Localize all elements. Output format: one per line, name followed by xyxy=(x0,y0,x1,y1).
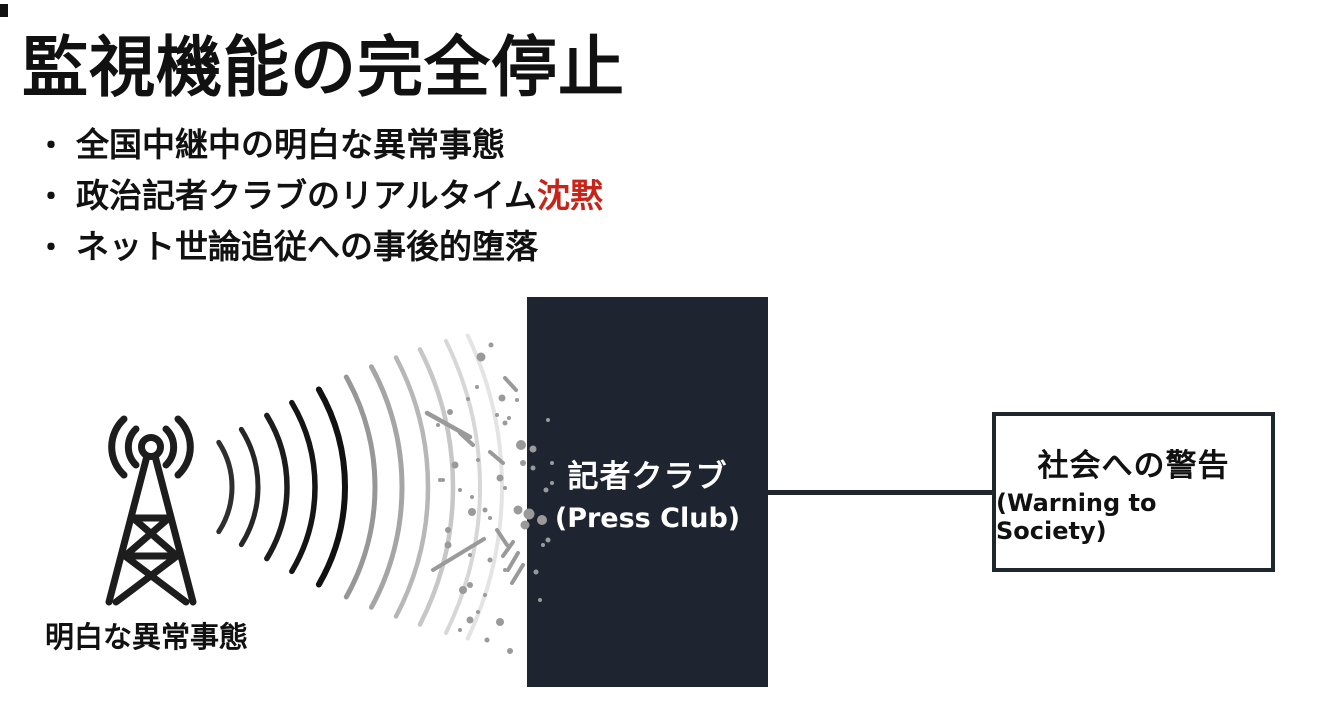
bullet-list: ・ 全国中継中の明白な異常事態 ・ 政治記者クラブのリアルタイム 沈黙 ・ ネッ… xyxy=(36,118,603,271)
bullet-text-red: 沈黙 xyxy=(537,176,604,215)
bullet-item-2: ・ 政治記者クラブのリアルタイム 沈黙 xyxy=(36,169,603,220)
bullet-marker: ・ xyxy=(36,180,66,215)
press-club-title: 記者クラブ xyxy=(567,458,728,495)
corner-artifact xyxy=(0,4,8,17)
bullet-marker: ・ xyxy=(36,129,66,164)
source-label: 明白な異常事態 xyxy=(45,620,249,654)
bullet-item-1: ・ 全国中継中の明白な異常事態 xyxy=(36,118,603,169)
bullet-text: 政治記者クラブのリアルタイム xyxy=(76,176,538,215)
bullet-item-3: ・ ネット世論追従への事後的堕落 xyxy=(36,220,603,271)
bullet-marker: ・ xyxy=(36,231,66,266)
bullet-text: ネット世論追従への事後的堕落 xyxy=(76,227,538,266)
bullet-text: 全国中継中の明白な異常事態 xyxy=(76,125,505,164)
warning-box: 社会への警告 (Warning to Society) xyxy=(992,412,1275,572)
press-club-box: 記者クラブ (Press Club) xyxy=(527,297,768,687)
press-club-subtitle: (Press Club) xyxy=(554,502,741,534)
page-title: 監視機能の完全停止 xyxy=(22,29,625,106)
connector-line xyxy=(768,490,992,495)
broadcast-tower-icon xyxy=(105,415,197,606)
warning-title: 社会への警告 xyxy=(1037,447,1230,484)
warning-subtitle: (Warning to Society) xyxy=(996,488,1157,545)
